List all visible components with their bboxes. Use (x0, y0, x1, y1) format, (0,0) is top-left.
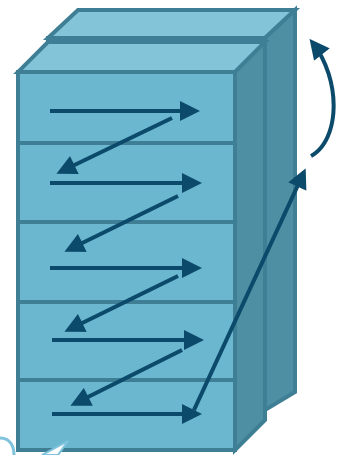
back-slice-top-face (48, 10, 295, 38)
partial-circle-outline (0, 438, 14, 455)
slice-advance-curved-arrow (311, 42, 334, 156)
front-slice-side-face (235, 42, 265, 450)
front-slice-top-face (18, 42, 265, 72)
back-slice-side-face (265, 10, 295, 410)
front-slice (18, 42, 265, 450)
